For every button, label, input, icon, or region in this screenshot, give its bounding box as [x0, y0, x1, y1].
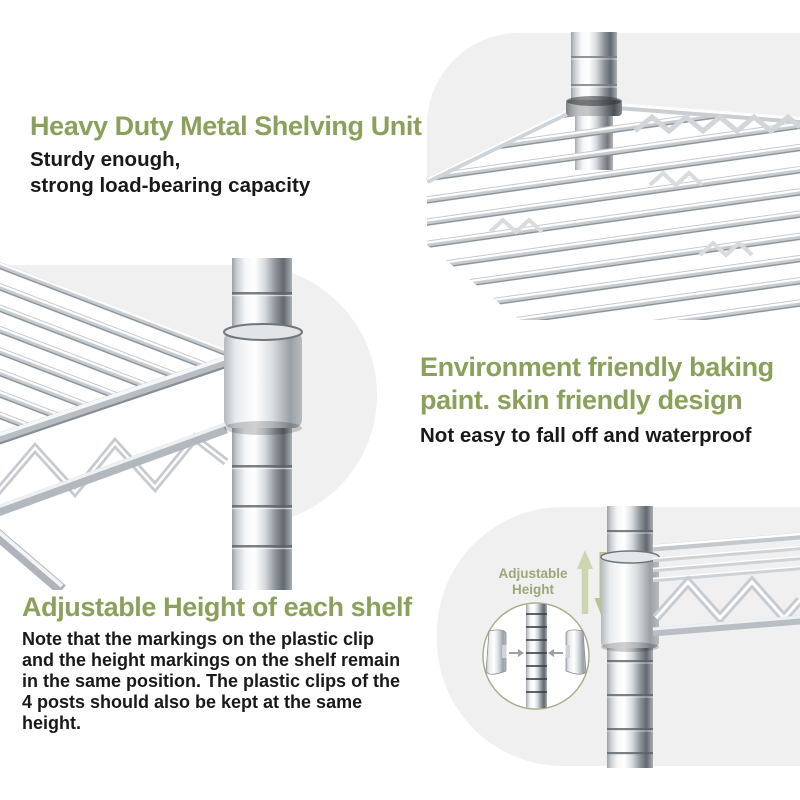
shelf-corner-side-photo [0, 240, 400, 590]
plastic-clip-left-half [485, 629, 507, 675]
body-line: and the height markings on the shelf rem… [22, 650, 401, 670]
subtitle-line: Sturdy enough, [30, 148, 181, 171]
body-line: height. [22, 713, 81, 733]
up-arrow-icon [577, 550, 593, 614]
title-line: paint. skin friendly design [420, 385, 743, 415]
grooved-post [526, 604, 547, 708]
photo-gray-backdrop [427, 33, 800, 178]
section3-body: Note that the markings on the plastic cl… [22, 629, 400, 734]
shelf-clip-sleeve [223, 323, 303, 435]
body-line: Note that the markings on the plastic cl… [22, 629, 375, 649]
section1-title: Heavy Duty Metal Shelving Unit [30, 111, 422, 141]
callout-line: Height [512, 582, 554, 597]
wire-shelf-side [652, 532, 800, 637]
shelf-corner-side-illustration [0, 258, 377, 590]
shelf-post [566, 32, 622, 116]
plastic-clip-right-half [565, 629, 587, 675]
body-line: in the same position. The plastic clips … [22, 671, 401, 691]
section2-title: Environment friendly baking paint. skin … [420, 351, 774, 417]
adjustable-height-photo [430, 500, 800, 800]
shelf-top-corner-illustration [425, 32, 800, 335]
subtitle-line: strong load-bearing capacity [30, 174, 311, 197]
adjustable-height-illustration [437, 506, 800, 768]
section1-subtitle: Sturdy enough, strong load-bearing capac… [30, 147, 310, 199]
wire-shelf-surface [0, 262, 232, 590]
section3-title: Adjustable Height of each shelf [22, 592, 412, 622]
wire-shelf-top [425, 104, 800, 335]
adjustable-height-callout: Adjustable Height [480, 566, 586, 598]
section2-subtitle: Not easy to fall off and waterproof [420, 424, 752, 447]
body-line: 4 posts should also be kept at the same [22, 692, 363, 712]
title-line: Environment friendly baking [420, 352, 774, 382]
shelf-top-corner-photo [400, 0, 800, 335]
right-arrow-icon [509, 649, 524, 657]
left-arrow-icon [548, 649, 563, 657]
callout-line: Adjustable [498, 566, 568, 581]
clip-detail-inset [482, 602, 590, 710]
shelf-clip-sleeve [600, 550, 660, 652]
